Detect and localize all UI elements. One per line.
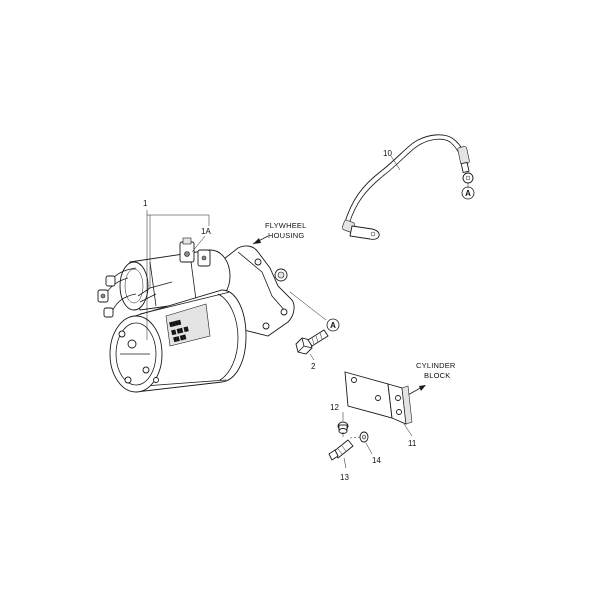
leader-1a [191, 235, 206, 253]
callout-2: 2 [311, 362, 316, 371]
callout-10: 10 [383, 149, 392, 158]
callout-11: 11 [408, 439, 417, 448]
starter-motor: ████ █▌██▐█ ██ ██ [97, 237, 295, 393]
callout-13: 13 [340, 473, 349, 482]
cylinder-block-label-line2: BLOCK [424, 371, 450, 380]
battery-cable [341, 134, 474, 240]
leader-10 [390, 155, 401, 171]
ref-a-cable: A [465, 189, 471, 198]
svg-text:████: ████ [169, 319, 182, 328]
reference-circle-icon: A [326, 318, 340, 332]
mounting-bracket [344, 371, 413, 425]
stud [328, 439, 354, 461]
reference-circle-icon: A [461, 186, 475, 200]
flywheel-housing-label-line1: FLYWHEEL [265, 221, 306, 230]
svg-text:█▌██▐█: █▌██▐█ [171, 326, 189, 336]
callout-1: 1 [143, 199, 148, 208]
callout-1a: 1A [201, 227, 211, 236]
callout-14: 14 [372, 456, 381, 465]
svg-text:██ ██: ██ ██ [173, 334, 187, 343]
screw [337, 421, 349, 437]
cylinder-block-label-line1: CYLINDER [416, 361, 456, 370]
mounting-bolt [295, 329, 329, 355]
ref-a-motor: A [330, 321, 336, 330]
leader-ref-a [289, 291, 327, 321]
flywheel-housing-label-line2: HOUSING [268, 231, 304, 240]
callout-12: 12 [330, 403, 339, 412]
washer [359, 431, 369, 443]
direction-arrow-icon [252, 235, 269, 245]
